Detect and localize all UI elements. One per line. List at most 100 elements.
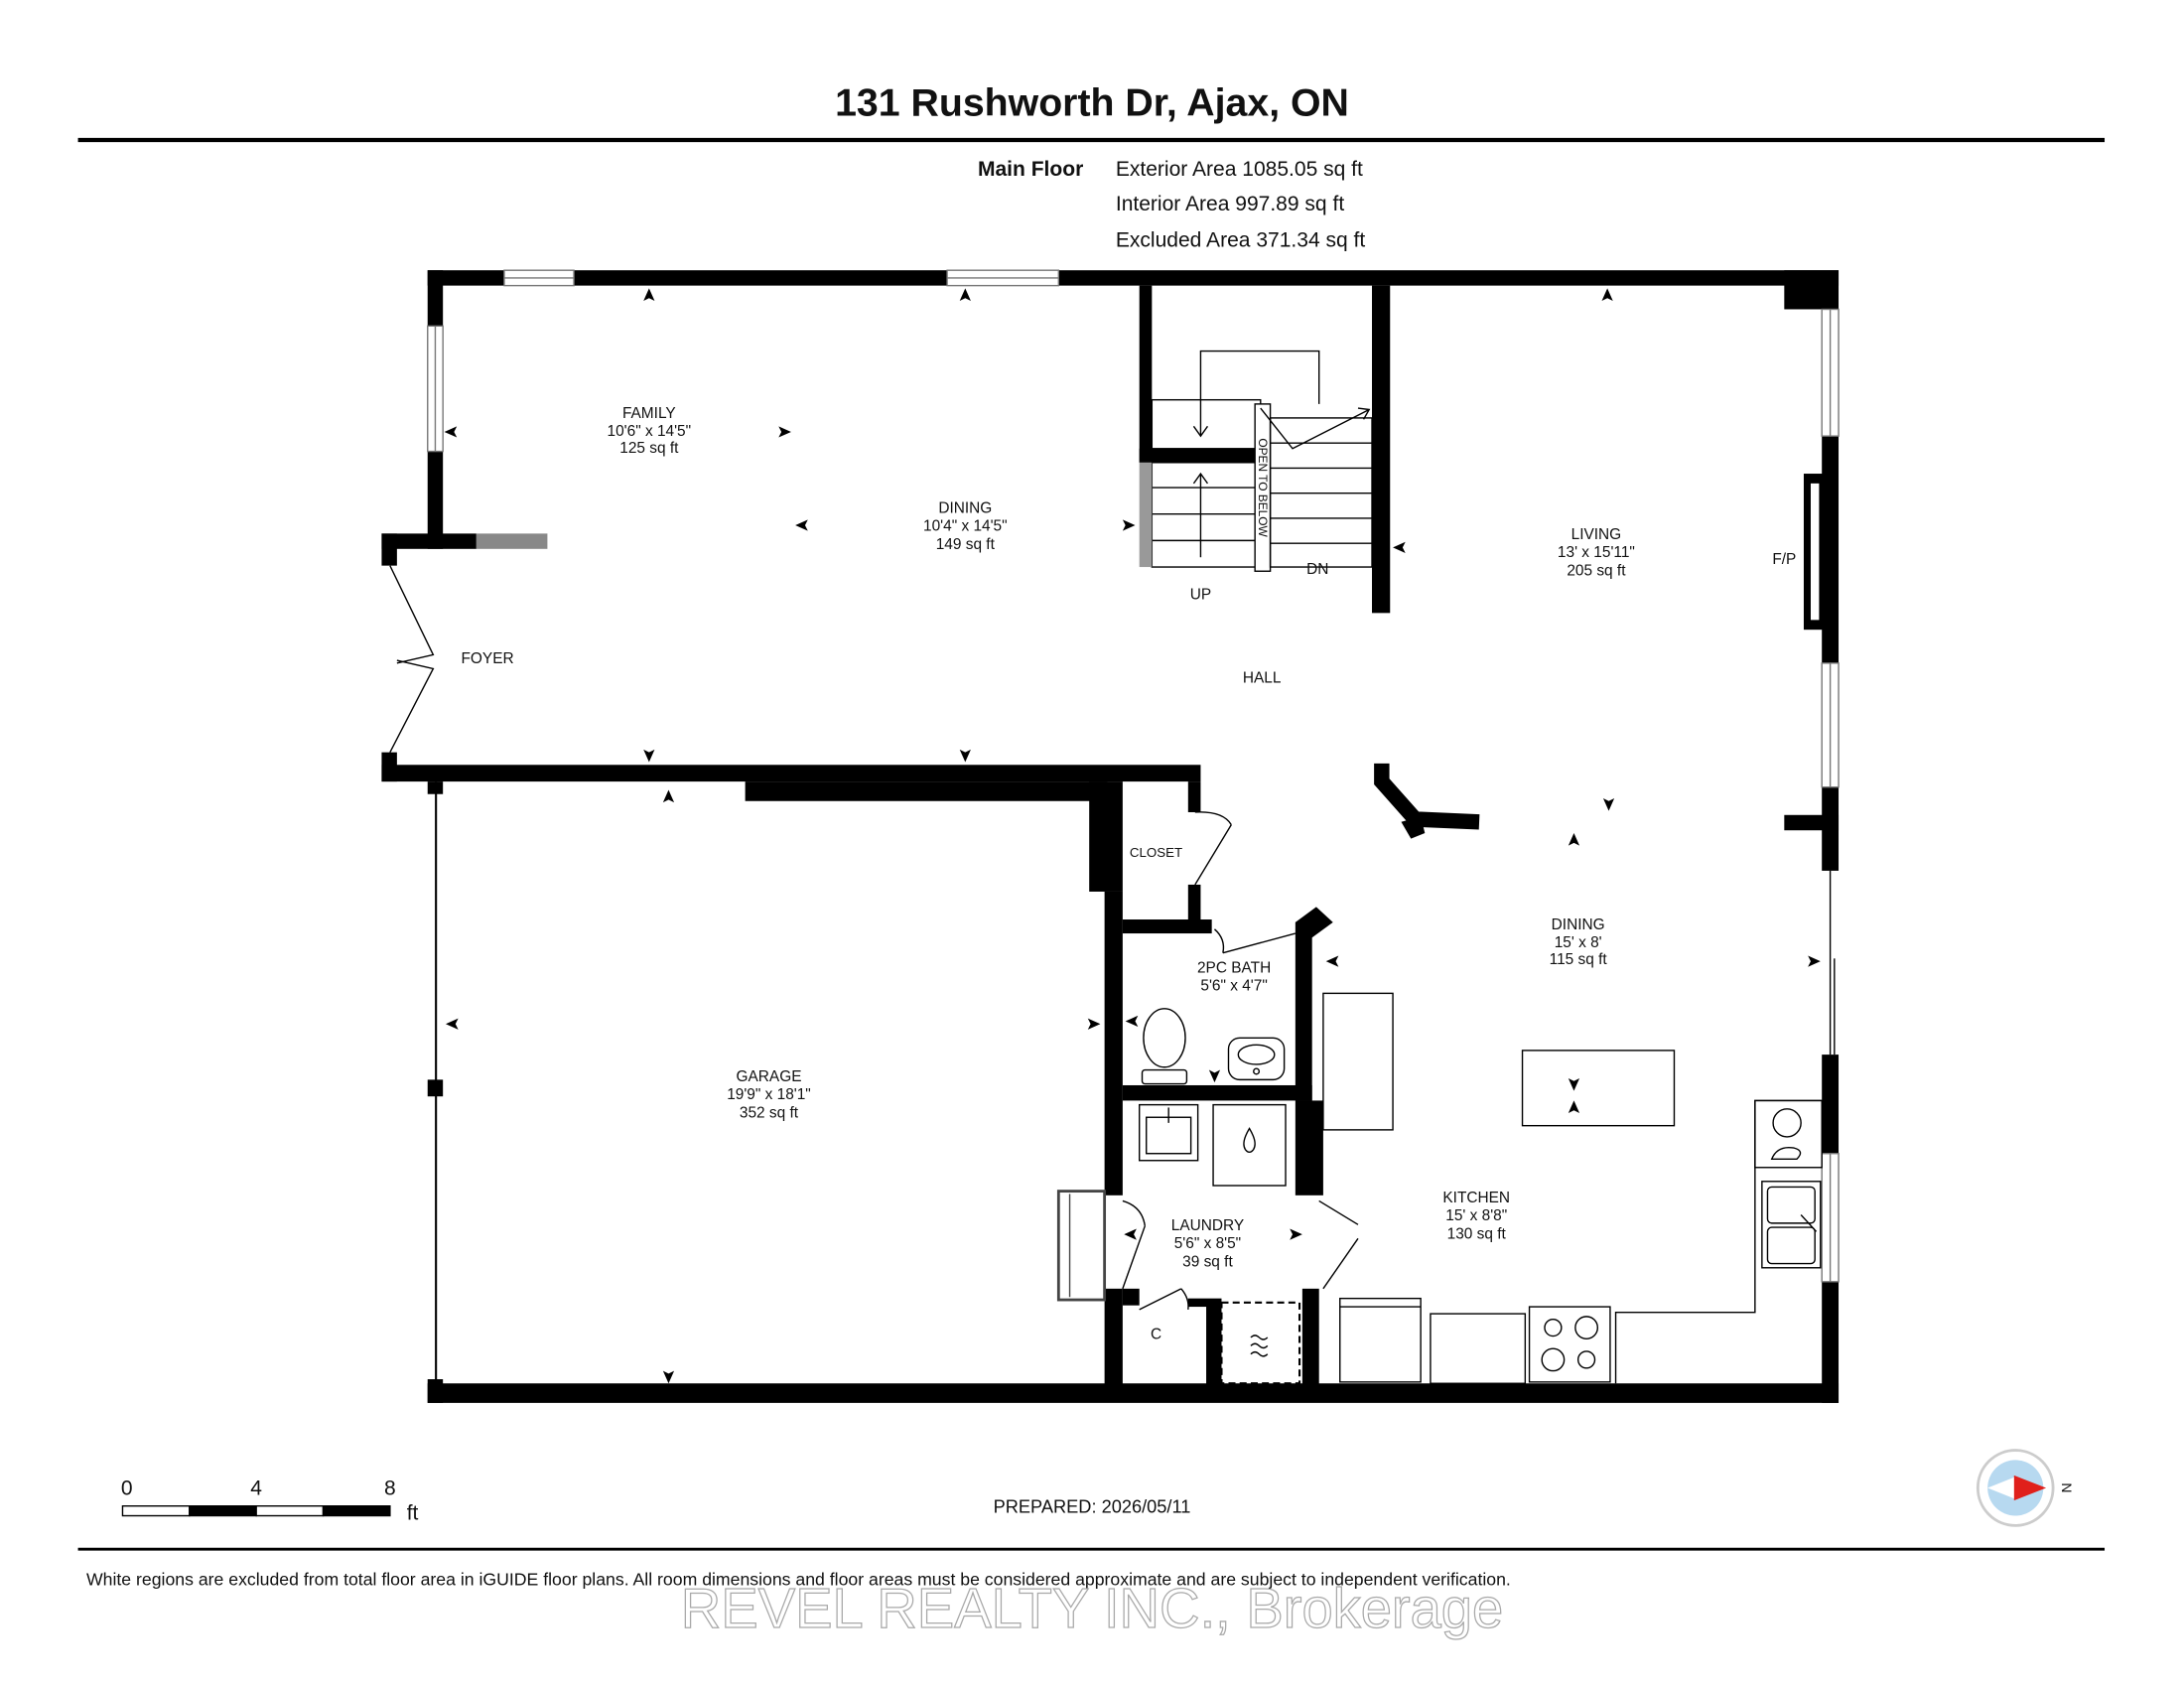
room-foyer-name: FOYER xyxy=(462,650,514,667)
stair-rail-strip xyxy=(1139,462,1153,568)
stove-burner-icon xyxy=(1544,1318,1563,1337)
room-closet-name: CLOSET xyxy=(1130,845,1182,860)
room-family-dims: 10'6" x 14'5" xyxy=(608,423,692,440)
wall-bottom xyxy=(427,1383,1840,1403)
dryer-heat-waves-icon xyxy=(1250,1335,1269,1357)
appliance-dial-icon xyxy=(1772,1108,1802,1138)
kitchen-counter-outline xyxy=(1614,1099,1823,1384)
wall-bath-corner xyxy=(1295,907,1333,938)
dimension-arrow-icon xyxy=(1208,1069,1221,1083)
room-garage-dims: 19'9" x 18'1" xyxy=(727,1086,811,1103)
fixtures xyxy=(1139,992,1823,1385)
scale-segment xyxy=(189,1505,257,1517)
kitchen-sink-basin xyxy=(1766,1226,1816,1265)
dimension-arrow-icon xyxy=(662,1370,675,1384)
room-family-name: FAMILY xyxy=(622,405,676,422)
bath-door-leaf xyxy=(1222,932,1297,954)
dimension-arrow-icon xyxy=(959,288,971,302)
scale-tick-4: 4 xyxy=(250,1477,262,1499)
laundry-sink-icon xyxy=(1139,1103,1199,1162)
staircase: OPEN TO BELOW xyxy=(1139,350,1373,572)
foyer-bifold-door-lower xyxy=(389,659,435,753)
bath-door-swing xyxy=(1214,928,1225,953)
room-dining-front-area: 149 sq ft xyxy=(936,536,996,553)
wall-closet-bottom xyxy=(1122,919,1212,934)
room-garage-name: GARAGE xyxy=(736,1068,801,1085)
room-dining-front-name: DINING xyxy=(938,499,992,516)
dimension-arrow-icon xyxy=(1601,288,1613,302)
dimension-arrow-icon xyxy=(444,426,458,438)
bath-sink-basin xyxy=(1237,1044,1276,1065)
dimension-arrow-icon xyxy=(1087,1018,1101,1030)
wall-angled-hook xyxy=(1401,816,1426,839)
open-to-below-label: OPEN TO BELOW xyxy=(1256,438,1270,537)
compass-north-label: N xyxy=(2059,1482,2075,1492)
dimension-arrow-icon xyxy=(1290,1228,1302,1240)
wall-closet-jamb-bottom xyxy=(1187,884,1201,922)
watermark: REVEL REALTY INC., Brokerage xyxy=(681,1577,1503,1639)
dimension-arrow-icon xyxy=(1808,955,1821,967)
scale-unit: ft xyxy=(407,1502,419,1525)
wall-garage-right-upper xyxy=(1089,781,1123,892)
room-kitchen-area: 130 sq ft xyxy=(1447,1225,1507,1242)
room-kitchen-name: KITCHEN xyxy=(1442,1190,1510,1206)
kitchen-sink-icon xyxy=(1761,1181,1822,1269)
stove-burner-icon xyxy=(1576,1350,1596,1369)
counter-appliance-icon xyxy=(1754,1099,1823,1169)
wall-garage-right-lower xyxy=(1104,1288,1123,1394)
floor-name: Main Floor xyxy=(978,158,1083,181)
room-laundry-name: LAUNDRY xyxy=(1171,1217,1244,1234)
wall-foyer-stub-top xyxy=(381,533,397,566)
garage-step xyxy=(1056,1190,1107,1302)
wall-garage-top xyxy=(745,781,1108,801)
dimension-arrow-icon xyxy=(1568,833,1580,846)
dimension-arrow-icon xyxy=(1568,1100,1580,1114)
wall-laundry-bottom xyxy=(1187,1298,1222,1308)
stair-arrow-dn-icon xyxy=(1357,407,1371,420)
closet-door-swing xyxy=(1194,811,1232,825)
wall-bath-right xyxy=(1295,921,1312,1101)
dimension-arrow-icon xyxy=(959,749,971,763)
dimension-arrow-icon xyxy=(445,1018,459,1030)
wall-right-stub xyxy=(1784,814,1840,831)
scale-segment xyxy=(255,1505,325,1517)
laundry-kitchen-door-lower xyxy=(1322,1237,1359,1290)
exterior-area: Exterior Area 1085.05 sq ft xyxy=(1116,158,1363,181)
windows xyxy=(427,269,1840,1384)
closet-door-leaf xyxy=(1194,824,1232,886)
stair-outline xyxy=(1199,350,1320,437)
compass-tail xyxy=(1987,1477,2016,1499)
kitchen-faucet-icon xyxy=(1800,1213,1818,1232)
dimension-arrow-icon xyxy=(643,749,655,763)
room-garage-area: 352 sq ft xyxy=(740,1104,799,1121)
room-dining-rear-name: DINING xyxy=(1552,916,1605,933)
room-laundry-area: 39 sq ft xyxy=(1182,1253,1233,1270)
wall-bath-bottom xyxy=(1122,1084,1312,1101)
excluded-area: Excluded Area 371.34 sq ft xyxy=(1116,228,1366,251)
stair-down-line xyxy=(1260,407,1370,450)
room-dining-rear-dims: 15' x 8' xyxy=(1555,934,1602,951)
wall-laundry-right-upper xyxy=(1295,1100,1323,1196)
room-bath-dims: 5'6" x 4'7" xyxy=(1200,978,1267,995)
room-small-closet-name: C xyxy=(1151,1326,1161,1342)
scale-tick-8: 8 xyxy=(384,1477,396,1499)
walls xyxy=(381,270,1840,1403)
doors xyxy=(389,565,1359,1311)
wall-right-bottom xyxy=(1822,1281,1840,1403)
stove-burner-icon xyxy=(1541,1347,1566,1372)
room-dining-front-dims: 10'4" x 14'5" xyxy=(923,518,1008,535)
dimension-arrow-icon xyxy=(1393,541,1406,554)
room-hall-name: HALL xyxy=(1243,669,1282,686)
dishwasher-icon xyxy=(1339,1297,1422,1383)
bath-sink-faucet-icon xyxy=(1253,1067,1261,1075)
laundry-kitchen-door-upper xyxy=(1318,1199,1359,1225)
room-laundry-dims: 5'6" x 8'5" xyxy=(1174,1235,1241,1252)
kitchen-counter xyxy=(1430,1313,1527,1384)
dimension-arrow-icon xyxy=(795,519,808,531)
fireplace-label: F/P xyxy=(1772,551,1796,568)
dimension-arrow-icon xyxy=(1602,797,1615,811)
room-living-name: LIVING xyxy=(1571,526,1622,543)
dimension-arrow-icon xyxy=(643,288,655,302)
dimension-arrow-icon xyxy=(1125,1015,1139,1028)
